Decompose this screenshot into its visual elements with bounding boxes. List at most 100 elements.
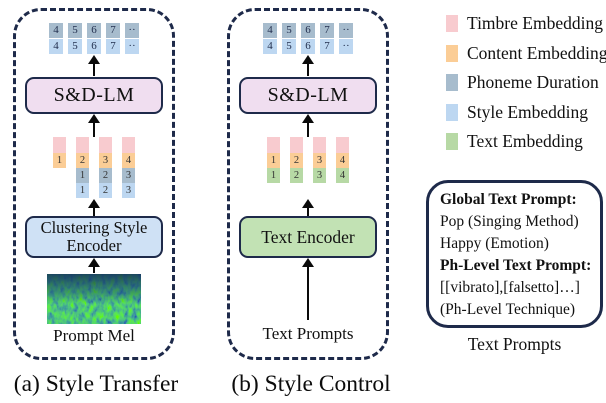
- content-segment: 3: [313, 153, 326, 168]
- duration-token: 7: [106, 23, 120, 38]
- legend-item-timbre: Timbre Embedding: [446, 13, 606, 34]
- timbre-segment: [99, 137, 112, 153]
- timbre-segment: [336, 137, 349, 153]
- phoneme-duration-token-row: 4 5 6 7 ··: [263, 23, 353, 38]
- style-token: 6: [301, 39, 315, 54]
- content-color-chip: [446, 44, 458, 62]
- ph-level-text-prompt-line: [[vibrato],[falsetto]…]: [440, 278, 580, 296]
- timbre-segment: [76, 137, 89, 153]
- prompt-mel-label: Prompt Mel: [53, 326, 135, 345]
- sdlm-box: S&D-LM: [25, 77, 163, 114]
- legend-item-style: Style Embedding: [446, 102, 606, 123]
- duration-token: 6: [301, 23, 315, 38]
- style-token-row: 4 5 6 7 ··: [263, 39, 353, 54]
- text-encoder-box: Text Encoder: [239, 216, 377, 258]
- content-segment: 1: [267, 153, 280, 168]
- content-segment: 3: [99, 153, 112, 168]
- arrow-up-icon: [87, 258, 101, 273]
- embedding-stack: 3 3: [313, 137, 326, 183]
- embedding-stack: 1 1: [267, 137, 280, 183]
- legend: Timbre Embedding Content Embedding Phone…: [446, 13, 606, 152]
- style-token: 6: [87, 39, 101, 54]
- duration-token: ··: [125, 23, 139, 38]
- text-prompts-caption: Text Prompts: [467, 334, 562, 354]
- duration-token: 5: [282, 23, 296, 38]
- sdlm-label: S&D-LM: [267, 84, 349, 106]
- content-segment: 1: [53, 153, 66, 168]
- ph-level-text-prompt-line: (Ph-Level Technique): [440, 300, 576, 318]
- legend-label: Timbre Embedding: [467, 13, 603, 33]
- embedding-stack: 2 2: [290, 137, 303, 183]
- content-segment: 4: [122, 153, 135, 168]
- style-token: 7: [320, 39, 334, 54]
- panel-style-control: 4 5 6 7 ·· 4 5 6 7 ·· S&D-LM 1 1: [227, 8, 389, 360]
- timbre-segment: [267, 137, 280, 153]
- style-segment: 1: [76, 183, 89, 198]
- content-segment: 2: [76, 153, 89, 168]
- duration-token: 7: [320, 23, 334, 38]
- text-segment: 2: [290, 168, 303, 183]
- arrow-up-icon: [301, 114, 315, 137]
- output-token-grid: 4 5 6 7 ·· 4 5 6 7 ··: [49, 23, 139, 54]
- text-encoder-label: Text Encoder: [261, 226, 355, 247]
- text-prompts-label: Text Prompts: [262, 324, 354, 343]
- output-token-grid: 4 5 6 7 ·· 4 5 6 7 ··: [263, 23, 353, 54]
- style-token: 7: [106, 39, 120, 54]
- ph-level-text-prompt-header: Ph-Level Text Prompt:: [440, 256, 592, 274]
- embedding-stack: 3 2 2: [99, 137, 112, 198]
- duration-token: 5: [68, 23, 82, 38]
- timbre-segment: [53, 137, 66, 153]
- style-token: 5: [282, 39, 296, 54]
- phoneme-duration-token-row: 4 5 6 7 ··: [49, 23, 139, 38]
- style-token: ··: [339, 39, 353, 54]
- style-token-row: 4 5 6 7 ··: [49, 39, 139, 54]
- legend-label: Style Embedding: [467, 101, 589, 122]
- duration-color-chip: [446, 74, 458, 91]
- duration-segment: 2: [99, 168, 112, 183]
- duration-token: ··: [339, 23, 353, 38]
- content-segment: 4: [336, 153, 349, 168]
- style-token: ··: [125, 39, 139, 54]
- global-text-prompt-line: Pop (Singing Method): [440, 212, 579, 230]
- global-text-prompt-header: Global Text Prompt:: [440, 190, 577, 208]
- legend-label: Phoneme Duration: [467, 72, 599, 92]
- legend-label: Content Embedding: [467, 42, 606, 63]
- arrow-up-icon: [87, 55, 101, 76]
- timbre-segment: [290, 137, 303, 153]
- style-segment: 2: [99, 183, 112, 198]
- text-color-chip: [446, 133, 458, 150]
- embedding-stacks: 1 2 1 1 3 2 2 4 3 3: [53, 137, 135, 199]
- embedding-stack: 4 4: [336, 137, 349, 183]
- encoder-label-line1: Clustering Style: [40, 217, 148, 237]
- arrow-up-icon: [301, 258, 315, 320]
- arrow-up-icon: [301, 55, 315, 76]
- embedding-stacks: 1 1 2 2 3 3 4 4: [267, 137, 349, 199]
- arrow-up-icon: [87, 114, 101, 137]
- legend-item-duration: Phoneme Duration: [446, 72, 606, 93]
- global-text-prompt-line: Happy (Emotion): [440, 234, 549, 252]
- style-color-chip: [446, 103, 458, 121]
- style-token: 4: [49, 39, 63, 54]
- text-segment: 1: [267, 168, 280, 183]
- caption-style-control: (b) Style Control: [231, 371, 391, 397]
- clustering-style-encoder-box: Clustering Style Encoder: [25, 216, 163, 258]
- style-token: 4: [263, 39, 277, 54]
- text-segment: 3: [313, 168, 326, 183]
- duration-segment: 1: [76, 168, 89, 183]
- encoder-label-line2: Encoder: [66, 236, 122, 255]
- arrow-up-icon: [301, 199, 315, 216]
- text-prompts-example-box: Global Text Prompt: Pop (Singing Method)…: [426, 180, 603, 328]
- duration-segment: 3: [122, 168, 135, 183]
- style-segment: 3: [122, 183, 135, 198]
- embedding-stack: 4 3 3: [122, 137, 135, 198]
- timbre-segment: [122, 137, 135, 153]
- duration-token: 4: [263, 23, 277, 38]
- mel-spectrogram-image: [47, 274, 141, 324]
- arrow-up-icon: [87, 199, 101, 216]
- duration-token: 6: [87, 23, 101, 38]
- style-token: 5: [68, 39, 82, 54]
- sdlm-box: S&D-LM: [239, 77, 377, 114]
- legend-label: Text Embedding: [467, 131, 583, 151]
- embedding-stack: 2 1 1: [76, 137, 89, 198]
